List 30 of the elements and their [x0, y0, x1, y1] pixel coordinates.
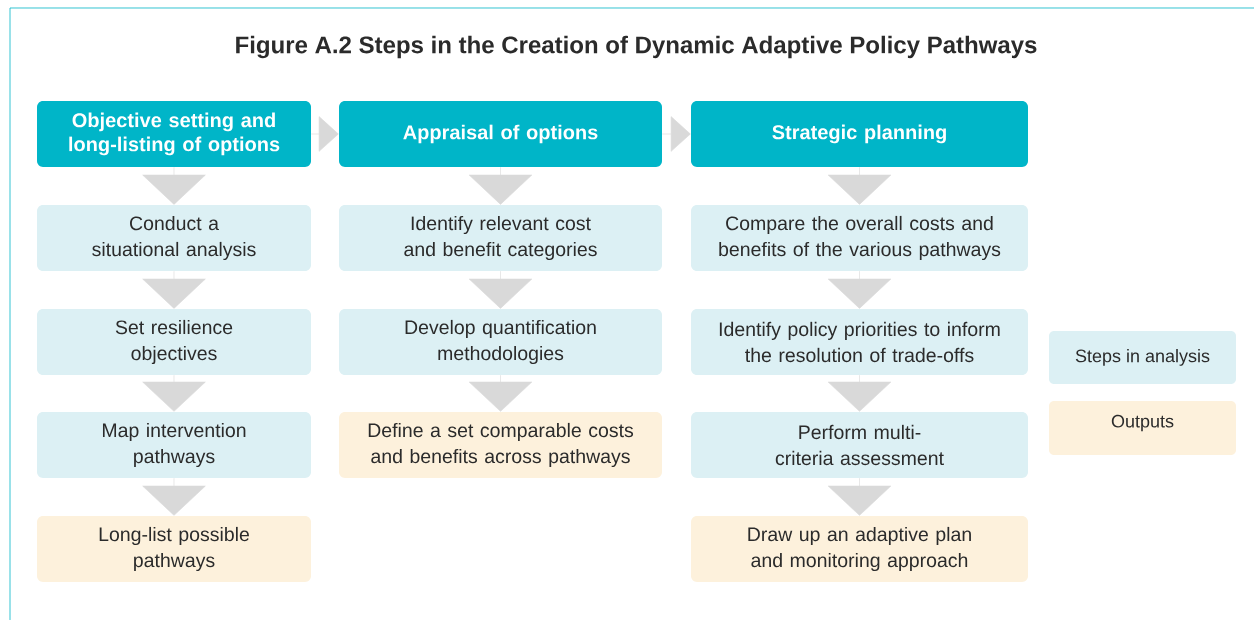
step-box: Identify relevant cost and benefit categories	[339, 205, 662, 271]
header-box: Strategic planning	[691, 101, 1028, 167]
header-box: Objective setting and long-listing of options	[37, 101, 311, 167]
header-box: Appraisal of options	[339, 101, 662, 167]
step-box: Compare the overall costs and benefits of the various pathways	[691, 205, 1028, 271]
down-arrow	[142, 477, 206, 516]
output-box: Draw up an adaptive plan and monitoring approach	[691, 516, 1028, 582]
output-box: Define a set comparable costs and benefits across pathways	[339, 412, 662, 478]
down-arrow	[468, 270, 533, 309]
down-arrow	[142, 166, 206, 205]
step-box: Identify policy priorities to inform the resolution of trade-offs	[691, 309, 1028, 375]
step-box: Develop quantification methodologies	[339, 309, 662, 375]
down-arrow	[827, 270, 892, 309]
legend-label: Outputs	[1111, 414, 1174, 432]
down-arrow	[142, 270, 206, 309]
figure-title: Figure A.2 Steps in the Creation of Dynamic Adaptive Policy Pathways	[236, 35, 1037, 59]
down-arrow	[468, 166, 533, 205]
output-box: Long-list possible pathways	[37, 516, 311, 582]
legend-label: Steps in analysis	[1075, 349, 1210, 366]
step-box: Set resilience objectives	[37, 309, 311, 375]
down-arrow	[827, 166, 892, 205]
down-arrow	[827, 374, 892, 412]
step-box: Conduct a situational analysis	[37, 205, 311, 271]
step-box: Perform multi-criteria assessment	[691, 412, 1028, 478]
down-arrow	[142, 374, 206, 412]
chevron-arrow	[310, 116, 339, 152]
down-arrow	[827, 477, 892, 516]
step-box: Map intervention pathways	[37, 412, 311, 478]
chevron-arrow	[661, 116, 691, 152]
down-arrow	[468, 374, 533, 412]
